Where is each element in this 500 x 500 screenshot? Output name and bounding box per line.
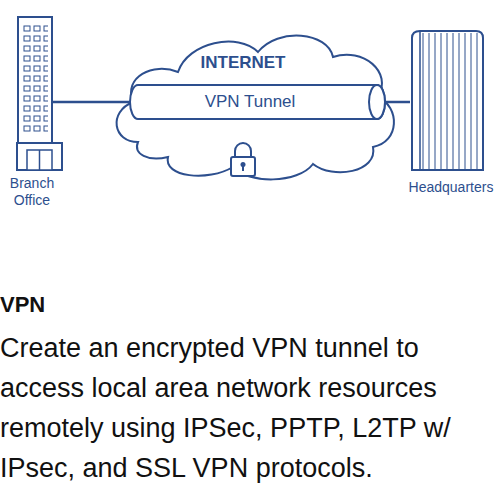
headquarters-node: Headquarters xyxy=(410,28,482,208)
internet-cloud: INTERNET VPN Tunnel xyxy=(108,22,398,182)
caption-text: Create an encrypted VPN tunnel to access… xyxy=(0,328,490,488)
hq-edge xyxy=(419,31,421,170)
branch-door-split xyxy=(39,150,41,170)
tunnel-body xyxy=(130,85,385,119)
tunnel-label: VPN Tunnel xyxy=(130,84,370,120)
hq-stripes xyxy=(420,33,480,169)
tunnel-end xyxy=(369,85,385,119)
node-label: Branch Office xyxy=(2,175,62,209)
connector-line xyxy=(385,101,410,104)
branch-office-node: Branch Office xyxy=(12,15,52,210)
connector-line xyxy=(52,101,130,104)
vpn-tunnel: VPN Tunnel xyxy=(130,84,385,120)
node-label: Headquarters xyxy=(395,179,500,196)
branch-tower xyxy=(18,17,52,143)
cloud-label: INTERNET xyxy=(108,53,378,73)
branch-lobby xyxy=(17,143,62,170)
branch-door xyxy=(27,150,52,170)
heading: VPN xyxy=(0,292,490,318)
hq-tower xyxy=(412,31,483,170)
branch-windows xyxy=(23,24,48,134)
headquarters-building xyxy=(412,31,483,170)
branch-building xyxy=(17,17,62,170)
